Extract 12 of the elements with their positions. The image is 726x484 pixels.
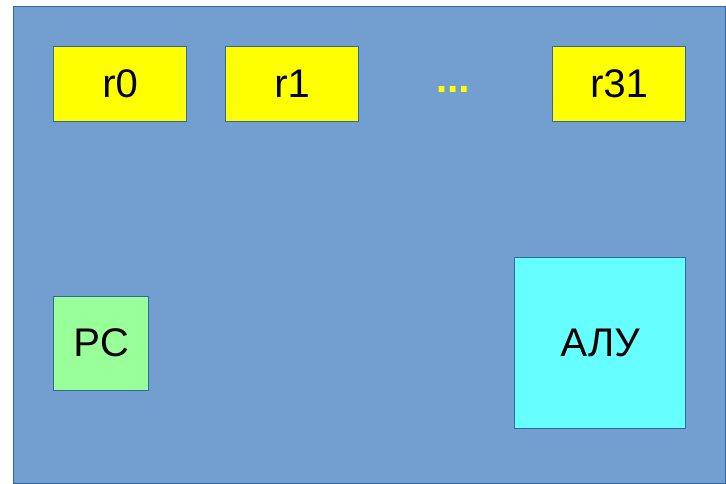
counter-box — [53, 296, 149, 391]
ellipsis-label: ... — [436, 57, 470, 101]
register-box — [53, 46, 187, 122]
node-label: PC — [73, 321, 129, 366]
node-label: r0 — [102, 62, 138, 106]
alu-box — [514, 257, 686, 429]
register-box — [225, 46, 359, 122]
node-label: r31 — [590, 62, 648, 106]
panel-background — [13, 6, 726, 484]
node-label: r1 — [274, 62, 310, 106]
register-box — [552, 46, 686, 122]
node-label: АЛУ — [560, 320, 640, 366]
